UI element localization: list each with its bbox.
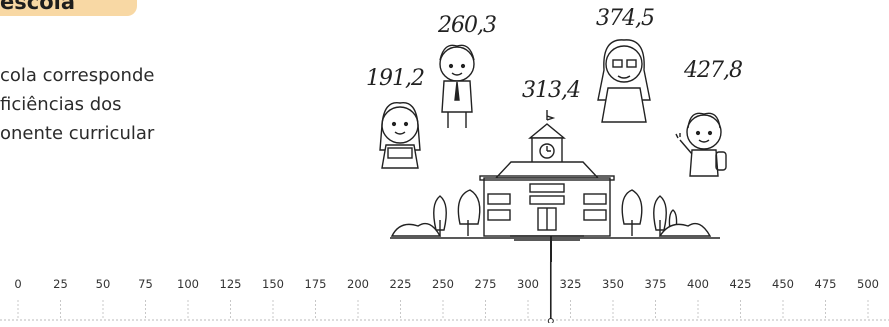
illustration-svg <box>379 39 727 241</box>
scale-tick-label: 375 <box>645 277 667 291</box>
paragraph-line: cola corresponde <box>0 65 155 86</box>
section-tag-label: escola <box>0 0 75 14</box>
school-building-icon <box>479 110 615 241</box>
scale-tick-label: 175 <box>305 277 327 291</box>
scale-tick-label: 275 <box>475 277 497 291</box>
school-marker-line-extension <box>549 236 552 262</box>
scale-tick-label: 425 <box>730 277 752 291</box>
student-score-label: 427,8 <box>684 58 743 83</box>
number-scale: 0 25 50 75 100 125 150 175 200 225 250 275 300 325 350… <box>0 262 889 324</box>
student-score-label: 374,5 <box>596 6 655 31</box>
paragraph-line: onente curricular <box>0 123 155 144</box>
section-tag: escola <box>0 0 137 16</box>
student-boy-icon <box>439 44 475 128</box>
scale-tick-label: 100 <box>177 277 199 291</box>
scale-tick-label: 350 <box>602 277 624 291</box>
scale-tick-label: 225 <box>390 277 412 291</box>
scale-tick-label: 150 <box>262 277 284 291</box>
scale-tick-label: 300 <box>517 277 539 291</box>
student-girl-glasses-icon <box>597 39 651 123</box>
scale-tick-label: 450 <box>772 277 794 291</box>
school-illustration: 191,2 260,3 313,4 374,5 427,8 <box>360 0 889 242</box>
student-girl-reading-icon <box>379 101 421 169</box>
scale-tick-label: 475 <box>815 277 837 291</box>
scale-tick-label: 75 <box>138 277 153 291</box>
description-paragraph: cola corresponde ficiências dos onente c… <box>0 62 154 149</box>
scale-tick-label: 50 <box>96 277 111 291</box>
scale-svg: 0 25 50 75 100 125 150 175 200 225 250 275 300 325 350… <box>0 262 889 324</box>
scale-tick-label: 125 <box>220 277 242 291</box>
scale-tick-label: 200 <box>347 277 369 291</box>
student-score-label: 260,3 <box>438 13 497 38</box>
scale-tick-label: 325 <box>560 277 582 291</box>
school-marker-dot <box>547 318 554 324</box>
scale-tick-label: 25 <box>53 277 68 291</box>
student-score-label: 313,4 <box>522 78 581 103</box>
scale-tick-label: 400 <box>687 277 709 291</box>
scale-tick-label: 0 <box>14 277 21 291</box>
student-boy-waving-icon <box>675 112 727 177</box>
student-score-label: 191,2 <box>366 66 425 91</box>
scale-tick-label: 250 <box>432 277 454 291</box>
scale-tick-label: 500 <box>857 277 879 291</box>
paragraph-line: ficiências dos <box>0 94 122 115</box>
tree-icon <box>433 189 678 236</box>
